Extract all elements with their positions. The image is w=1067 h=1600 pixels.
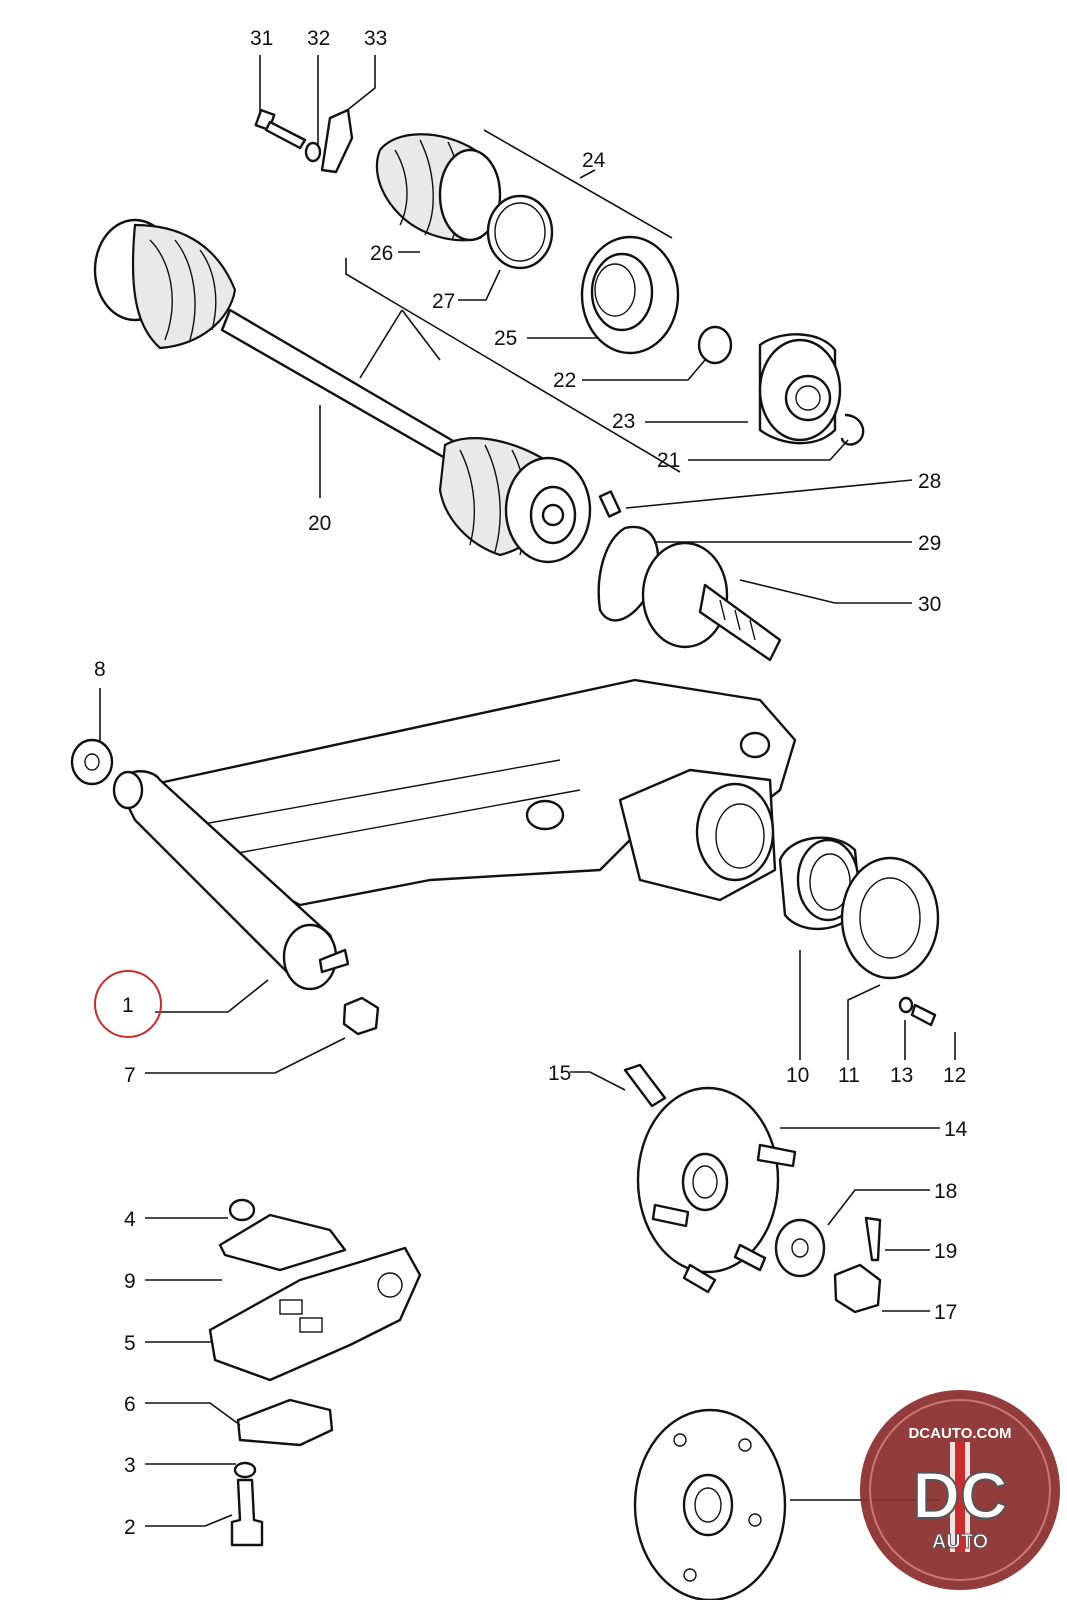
label-32: 32 [307, 27, 330, 50]
label-18: 18 [934, 1180, 957, 1203]
label-30: 30 [918, 593, 941, 616]
label-1: 1 [122, 994, 134, 1017]
label-15: 15 [548, 1062, 571, 1085]
label-28: 28 [918, 470, 941, 493]
dcauto-logo: DCAUTO.COM DC AUTO [860, 1390, 1060, 1590]
plate-9 [218, 1213, 347, 1272]
washer-32 [304, 141, 322, 163]
drive-shaft-20 [93, 218, 592, 564]
label-29: 29 [918, 532, 941, 555]
label-13: 13 [890, 1064, 913, 1087]
logo-url: DCAUTO.COM [908, 1425, 1011, 1442]
trailing-arm-1 [112, 678, 797, 991]
label-33: 33 [364, 27, 387, 50]
washer-3 [233, 1461, 257, 1479]
boot-26 [375, 133, 502, 242]
cv-joint-23 [758, 333, 842, 445]
label-25: 25 [494, 327, 517, 350]
label-21: 21 [657, 449, 680, 472]
lock-plate-33 [320, 108, 354, 174]
cover-11 [840, 856, 940, 980]
screw-28 [598, 490, 622, 518]
split-pin-19 [864, 1216, 882, 1262]
label-8: 8 [94, 658, 106, 681]
leader-lines [99, 55, 956, 1527]
clamp-27 [486, 194, 554, 270]
label-22: 22 [553, 369, 576, 392]
logo-letters: DC [912, 1458, 1007, 1532]
label-7: 7 [124, 1064, 136, 1087]
label-10: 10 [786, 1064, 809, 1087]
hub-14 [636, 1086, 797, 1294]
highlight-circle [94, 970, 162, 1038]
label-24: 24 [582, 149, 606, 172]
flange-shaft-30 [641, 541, 782, 662]
bolt-2 [230, 1478, 264, 1547]
label-4: 4 [124, 1208, 136, 1231]
castle-nut-17 [833, 1263, 882, 1314]
label-20: 20 [308, 512, 331, 535]
plug-4 [228, 1198, 256, 1222]
circlip-21 [840, 413, 865, 446]
plate-6 [236, 1398, 334, 1447]
logo-sub: AUTO [932, 1531, 988, 1553]
label-9: 9 [124, 1270, 136, 1293]
label-14: 14 [944, 1118, 968, 1141]
circlip-22 [697, 325, 733, 365]
label-27: 27 [432, 290, 455, 313]
label-31: 31 [250, 27, 273, 50]
part-labels: 31 32 33 24 26 27 25 22 23 21 28 20 29 3… [94, 27, 968, 1539]
washer-8 [70, 738, 114, 786]
label-17: 17 [934, 1301, 957, 1324]
bolt-12 [910, 1003, 937, 1027]
spring-plate-5 [208, 1246, 422, 1382]
cover-25 [580, 235, 680, 355]
hub-16 [633, 1408, 787, 1600]
label-23: 23 [612, 410, 635, 433]
label-12: 12 [943, 1064, 966, 1087]
label-19: 19 [934, 1240, 957, 1263]
label-2: 2 [124, 1516, 136, 1539]
label-3: 3 [124, 1454, 136, 1477]
label-26: 26 [370, 242, 393, 265]
label-6: 6 [124, 1393, 136, 1416]
nut-7 [342, 996, 380, 1036]
bolt-15 [623, 1063, 667, 1108]
label-5: 5 [124, 1332, 136, 1355]
label-11: 11 [838, 1064, 860, 1087]
bolt-31 [254, 108, 307, 150]
washer-18 [774, 1218, 826, 1278]
washer-13 [898, 996, 914, 1014]
